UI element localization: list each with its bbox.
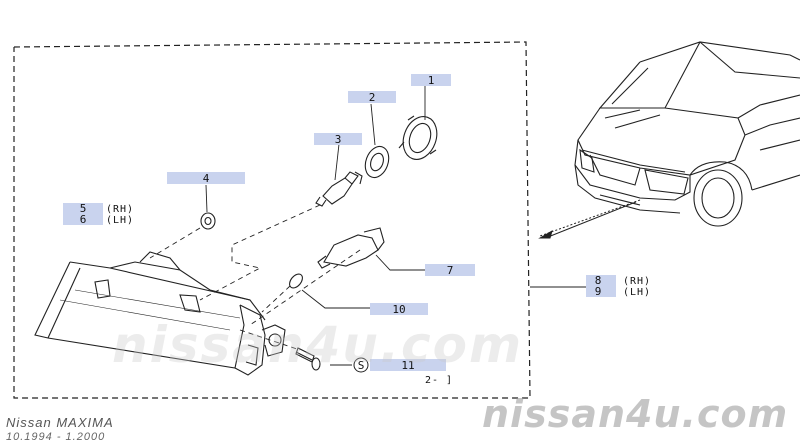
watermark-bottom: nissan4u.com bbox=[482, 392, 789, 436]
leader-lines bbox=[149, 84, 586, 366]
callout-5-highlight bbox=[63, 203, 103, 214]
callout-8-number: 8 bbox=[595, 274, 602, 287]
footer-model: Nissan MAXIMA bbox=[6, 415, 114, 430]
callout-11-highlight bbox=[370, 359, 446, 371]
standard-part-letter: S bbox=[358, 359, 365, 372]
callout-8-side: (RH) bbox=[623, 276, 651, 287]
part-side-bulb bbox=[289, 273, 303, 289]
callout-9-highlight bbox=[586, 286, 616, 297]
callout-6-highlight bbox=[63, 214, 103, 225]
callout-1-highlight bbox=[411, 74, 451, 86]
callout-5-number: 5 bbox=[80, 202, 87, 215]
callout-2-highlight bbox=[348, 91, 396, 103]
callout-8-highlight bbox=[586, 275, 616, 286]
callout-9-number: 9 bbox=[595, 285, 602, 298]
part-lock-ring bbox=[398, 115, 438, 160]
callout-3-number: 3 bbox=[335, 133, 342, 146]
callout-4-highlight bbox=[167, 172, 245, 184]
callout-7-number: 7 bbox=[447, 264, 454, 277]
part-socket bbox=[317, 227, 385, 269]
callout-6-number: 6 bbox=[80, 213, 87, 226]
callout-1-number: 1 bbox=[428, 74, 435, 87]
part-seal bbox=[364, 145, 390, 179]
page-reference: 2- ] bbox=[425, 375, 453, 386]
callout-7-highlight bbox=[425, 264, 475, 276]
callout-11-number: 11 bbox=[401, 359, 414, 372]
car-illustration bbox=[574, 41, 800, 227]
watermark-center: nissan4u.com bbox=[112, 316, 524, 374]
callout-4-number: 4 bbox=[203, 172, 210, 185]
callout-6-side: (LH) bbox=[106, 215, 134, 226]
callout-9-side: (LH) bbox=[623, 287, 651, 298]
callout-10-highlight bbox=[370, 303, 428, 315]
part-bulb bbox=[315, 171, 363, 207]
car-leader bbox=[538, 199, 641, 239]
callout-3-highlight bbox=[314, 133, 362, 145]
standard-part-symbol: S bbox=[353, 357, 369, 373]
callout-2-number: 2 bbox=[369, 91, 376, 104]
part-screw bbox=[295, 347, 321, 371]
callout-10-number: 10 bbox=[392, 303, 405, 316]
footer-date-range: 10.1994 - 1.2000 bbox=[6, 431, 106, 443]
assembly-frame bbox=[13, 41, 531, 399]
callout-labels: 1 2 3 4 5 (RH) 6 (LH) 7 8 (RH) 9 (LH) 10… bbox=[63, 74, 651, 386]
callout-5-side: (RH) bbox=[106, 204, 134, 215]
part-grommet bbox=[200, 212, 216, 230]
headlamp-assembly bbox=[34, 251, 286, 376]
